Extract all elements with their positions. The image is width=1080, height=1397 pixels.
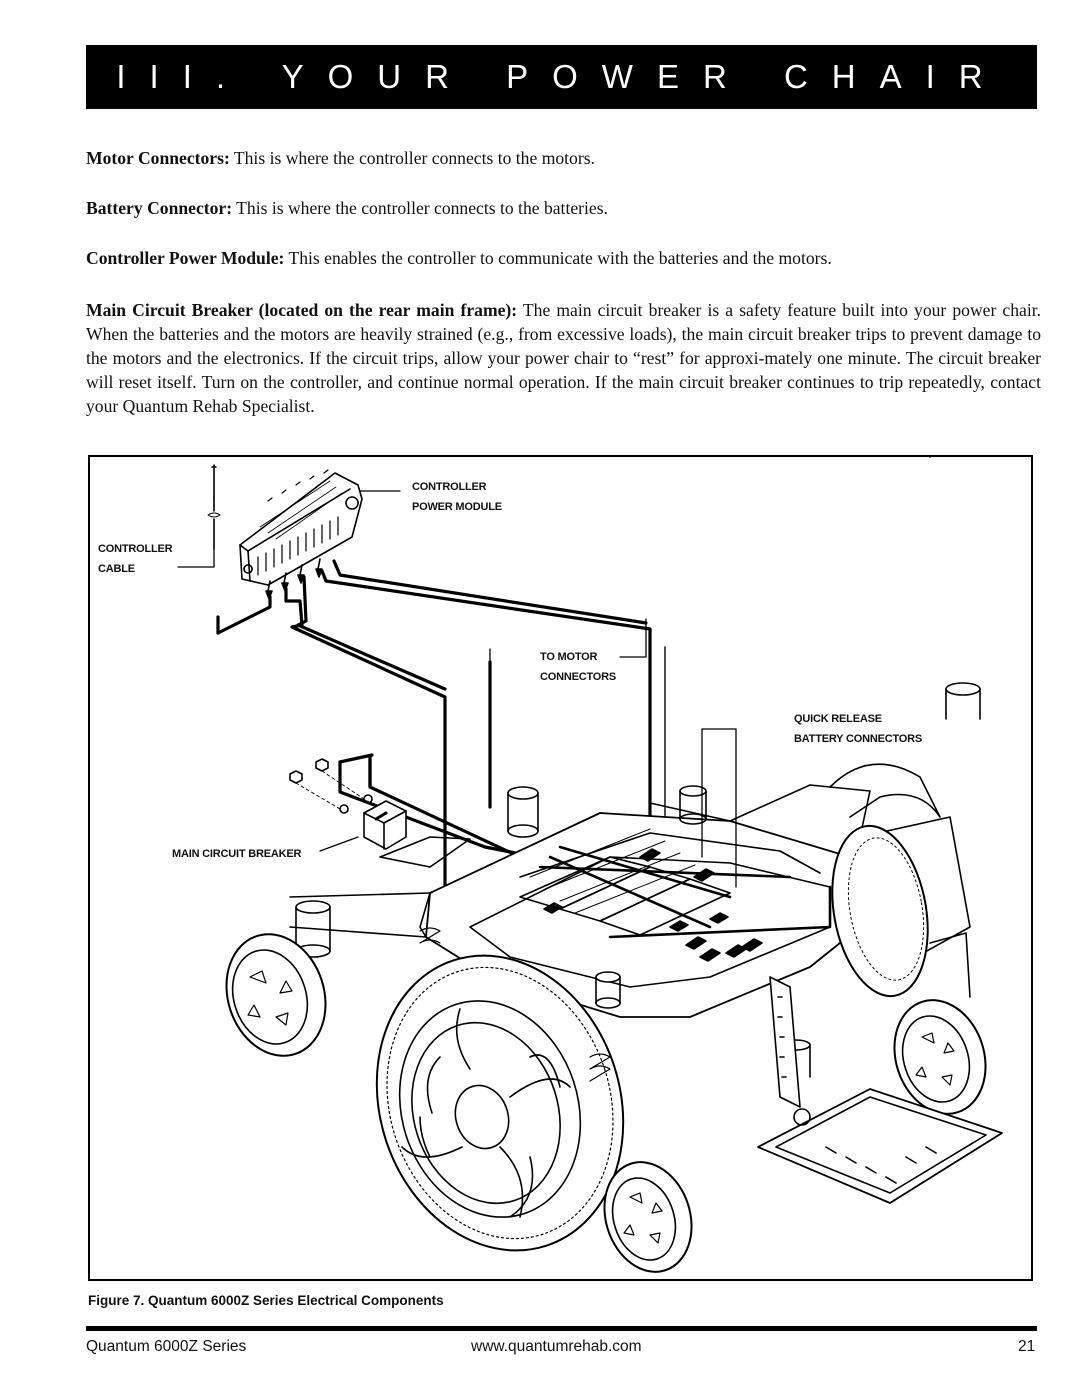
power-chair-illustration (177, 457, 1003, 1273)
callout-line: POWER MODULE (412, 501, 502, 513)
callout-battery-connectors: QUICK RELEASE BATTERY CONNECTORS (794, 709, 922, 749)
footer-page-number: 21 (1018, 1338, 1036, 1355)
controller-power-module (239, 469, 363, 600)
term: Battery Connector: (86, 198, 233, 218)
caster-wheel-front-left (225, 933, 327, 1057)
paragraph-battery-connector: Battery Connector: This is where the con… (86, 196, 1041, 220)
callout-controller-cable: CONTROLLER CABLE (98, 539, 173, 579)
callout-controller-power-module: CONTROLLER POWER MODULE (412, 477, 502, 517)
callout-line: TO MOTOR (540, 651, 598, 663)
footer-website: www.quantumrehab.com (471, 1338, 642, 1355)
paragraph-controller-power-module: Controller Power Module: This enables th… (86, 246, 1041, 270)
caster-wheel-bottom (603, 1161, 693, 1273)
callout-motor-connectors: TO MOTOR CONNECTORS (540, 647, 616, 687)
description: This is where the controller connects to… (232, 198, 608, 218)
description: This is where the controller connects to… (229, 148, 595, 168)
callout-line: MAIN CIRCUIT BREAKER (172, 848, 302, 860)
description: This enables the controller to communica… (284, 248, 832, 268)
footplate (757, 976, 1003, 1204)
seat-posts (295, 457, 981, 1078)
callout-line: CONNECTORS (540, 671, 617, 683)
drive-wheel (375, 954, 625, 1252)
description: The main circuit breaker is a safety fea… (86, 300, 1042, 416)
term: Controller Power Module: (86, 248, 285, 268)
callout-line: CONTROLLER (412, 481, 487, 493)
figure-caption: Figure 7. Quantum 6000Z Series Electrica… (88, 1293, 444, 1308)
electrical-components-figure: CONTROLLER POWER MODULE CONTROLLER CABLE… (88, 455, 1033, 1281)
caster-wheel-right (893, 999, 987, 1115)
paragraph-motor-connectors: Motor Connectors: This is where the cont… (86, 146, 1041, 170)
callout-line: BATTERY CONNECTORS (794, 733, 923, 745)
power-base-frame (289, 784, 871, 1018)
callout-line: QUICK RELEASE (794, 713, 882, 725)
term: Main Circuit Breaker (located on the rea… (86, 300, 518, 320)
paragraph-main-circuit-breaker: Main Circuit Breaker (located on the rea… (86, 298, 1041, 418)
callout-line: CONTROLLER (98, 543, 173, 555)
term: Motor Connectors: (86, 148, 230, 168)
main-circuit-breaker (289, 758, 407, 850)
footer-series: Quantum 6000Z Series (86, 1338, 247, 1355)
callout-main-circuit-breaker: MAIN CIRCUIT BREAKER (172, 844, 301, 864)
callout-leaders (177, 490, 737, 888)
section-title-bar: III. YOUR POWER CHAIR (86, 45, 1037, 109)
footer-rule (86, 1326, 1037, 1331)
controller-cable (207, 464, 221, 550)
section-title: III. YOUR POWER CHAIR (116, 58, 1007, 95)
callout-line: CABLE (98, 563, 135, 575)
